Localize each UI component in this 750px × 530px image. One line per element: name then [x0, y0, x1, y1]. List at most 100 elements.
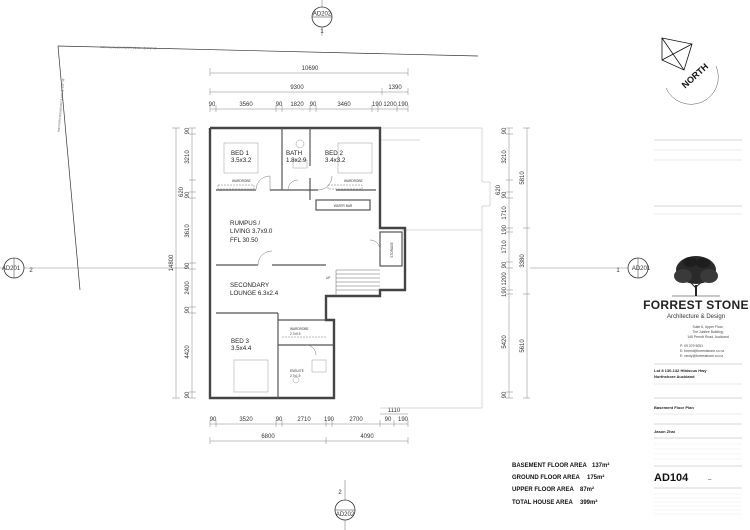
floor-plan: [208, 126, 407, 400]
room-lounge-name: SECONDARY: [230, 282, 269, 289]
client-name: Jason Zhai: [654, 429, 675, 434]
dimensions-top: 10690 9300 1390 90 3560 90 1820 90 3460 …: [209, 66, 409, 112]
dim-top-9300: 9300: [290, 85, 304, 91]
dim-right-5610: 5610: [520, 339, 526, 353]
dim-bottom-seg-3: 90: [276, 417, 283, 423]
room-bed1-size: 3.5x3.2: [231, 157, 252, 164]
area-schedule: BASEMENT FLOOR AREA 137m² GROUND FLOOR A…: [512, 462, 609, 506]
dim-left-seg-1: 90: [185, 127, 191, 134]
dimensions-left: 14800 90 3210 620 90 3610 90 2400 90 442…: [169, 127, 196, 398]
label-storage: STORAGE: [390, 242, 394, 258]
area-label-basement: BASEMENT FLOOR AREA: [512, 463, 587, 469]
dim-bottom-seg-5: 190: [324, 417, 335, 423]
dim-top-seg-8: 1200: [383, 102, 397, 108]
title-block: FORREST STONE Architecture & Design Suit…: [643, 139, 749, 515]
address-line-3: 145 Perrott Road, Auckland: [687, 335, 729, 339]
marker-num: 2: [338, 490, 342, 496]
dim-right-seg-2: 3210: [502, 150, 508, 164]
dim-left-seg-8: 90: [185, 306, 191, 313]
room-bed3-size: 3.5x4.4: [231, 345, 252, 352]
room-labels: BED 1 3.5x3.2 BATH 1.8x2.9 BED 2 3.4x3.2…: [230, 150, 394, 378]
marker-num: 1: [616, 268, 620, 274]
drawing-title: Basement Floor Plan: [654, 405, 694, 410]
dim-bottom-seg-7: 90: [385, 417, 392, 423]
dim-right-seg-7: 1710: [502, 240, 508, 254]
dim-top-seg-5: 90: [310, 102, 317, 108]
area-label-total: TOTAL HOUSE AREA: [512, 500, 573, 506]
stair-treads: [335, 269, 380, 296]
dim-right-seg-11: 5420: [502, 335, 508, 349]
label-wardrobe-1: WARDROBE: [232, 179, 251, 183]
dim-bottom-seg-8: 190: [398, 417, 409, 423]
room-bed2-size: 3.4x3.2: [325, 157, 346, 164]
revision: –: [708, 477, 712, 483]
dim-top-overall: 10690: [302, 66, 319, 72]
room-bed2-name: BED 2: [325, 150, 343, 157]
dim-bottom-seg-4: 2710: [297, 417, 311, 423]
dim-left-overall: 14800: [169, 254, 175, 271]
dim-top-seg-3: 90: [276, 102, 283, 108]
forrest-stone-tree-logo: [672, 256, 720, 297]
dim-left-seg-4: 90: [185, 191, 191, 198]
north-arrow: NORTH: [661, 37, 719, 105]
email-2: E: randy@forreststone.co.nz: [680, 354, 723, 358]
dim-right-seg-8: 90: [502, 261, 508, 268]
label-wardrobe-3-size: 2.7x0.9: [290, 332, 301, 336]
address-line-2: The Jubilee Building,: [692, 330, 724, 334]
sheet-number: AD104: [654, 472, 689, 484]
site-boundary: NORTHERN BOUNDARY 21.19m @ 262° 31' WEST…: [57, 45, 479, 291]
north-label: NORTH: [680, 61, 710, 90]
marker-ref: AD201: [2, 266, 21, 272]
area-value-total: 399m²: [580, 499, 597, 506]
label-wardrobe-2: WARDROBE: [344, 179, 363, 183]
label-up: UP: [326, 276, 330, 280]
dim-right-seg-10: 190: [502, 286, 508, 297]
room-bath-size: 1.8x2.9: [286, 157, 307, 164]
room-rumpus-ffl: FFL 30.50: [230, 237, 259, 244]
section-marker-right[interactable]: AD201 1: [530, 257, 651, 279]
label-water-bar: WATER BAR: [334, 204, 353, 208]
dim-right-seg-9: 1200: [502, 272, 508, 286]
area-label-upper: UPPER FLOOR AREA: [512, 487, 574, 493]
dim-left-seg-6: 90: [185, 262, 191, 269]
marker-ref: AD202: [313, 12, 332, 18]
marker-ref: AD201: [632, 266, 651, 272]
dim-left-seg-10: 90: [185, 391, 191, 398]
area-label-ground: GROUND FLOOR AREA: [512, 475, 580, 481]
brand-name: FORREST STONE: [643, 298, 749, 312]
dim-right-seg-6: 190: [502, 224, 508, 235]
section-marker-top[interactable]: AD202 1: [311, 0, 333, 36]
dim-left-seg-9: 4420: [185, 345, 191, 359]
area-value-upper: 87m²: [580, 486, 594, 493]
section-marker-bottom[interactable]: 2 AD202: [334, 480, 356, 530]
dim-bottom-4090: 4090: [360, 434, 374, 440]
dim-right-5810: 5810: [520, 171, 526, 185]
marker-num: 2: [29, 268, 33, 274]
dim-right-seg-5: 1710: [502, 206, 508, 220]
dim-top-seg-6: 3460: [337, 102, 351, 108]
area-value-ground: 175m²: [587, 474, 604, 481]
section-marker-left[interactable]: AD201 2: [0, 257, 188, 279]
brand-subtitle: Architecture & Design: [667, 314, 725, 320]
dim-right-seg-12: 90: [502, 391, 508, 398]
address-line-1: Suite 6, Upper Floor,: [692, 325, 723, 329]
dim-left-seg-3: 620: [179, 186, 185, 197]
dim-left-seg-5: 3610: [185, 224, 191, 238]
label-ensuite: ENSUITE: [290, 369, 304, 373]
dim-top-seg-9: 190: [398, 102, 409, 108]
dim-bottom-seg-2: 3520: [239, 417, 253, 423]
dimensions-right: 90 3210 620 90 1710 190 1710 90 1200 190…: [496, 127, 530, 398]
label-wardrobe-3: WARDROBE: [290, 327, 309, 331]
room-rumpus-name: RUMPUS /: [230, 220, 261, 227]
northern-boundary-label: NORTHERN BOUNDARY 21.19m @ 262° 31': [100, 45, 158, 50]
dim-bottom-seg-1: 90: [210, 417, 217, 423]
room-rumpus-size: LIVING 3.7x9.0: [230, 228, 273, 235]
project-name: Lot 8 130-132 Hibiscus Hwy: [654, 368, 707, 373]
dim-bottom-seg-6: 2700: [349, 417, 363, 423]
dim-right-seg-1: 90: [502, 127, 508, 134]
project-location: Northshore Auckland: [654, 374, 695, 379]
room-bed1-name: BED 1: [231, 150, 249, 157]
dim-top-1390: 1390: [388, 85, 402, 91]
email-1: E: forrest@forreststone.co.nz: [680, 349, 724, 353]
dim-top-seg-1: 90: [209, 102, 216, 108]
